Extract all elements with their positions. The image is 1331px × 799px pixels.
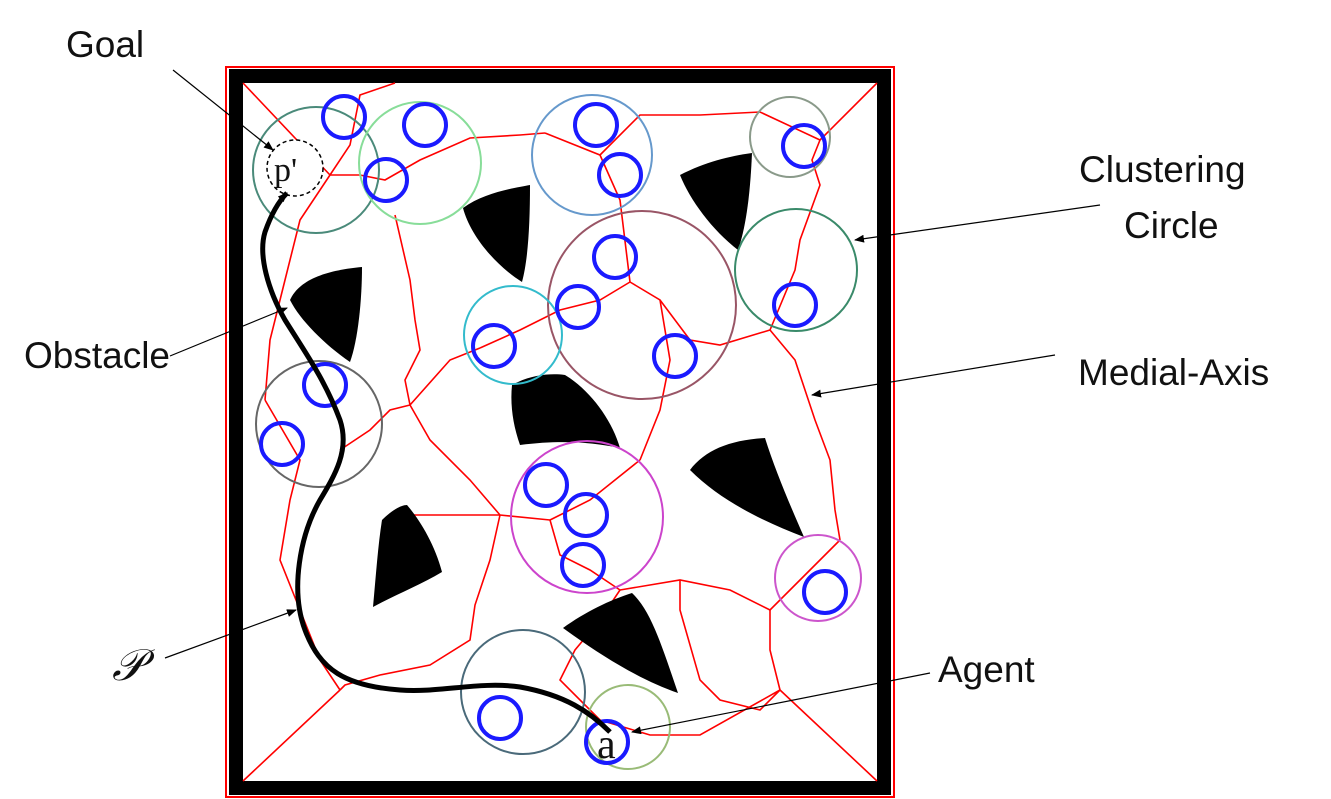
agent-circle xyxy=(523,462,569,508)
callout-lines xyxy=(164,69,1101,735)
agent-circle xyxy=(302,362,348,408)
goal-dashed-circle xyxy=(266,139,324,197)
agent-circle xyxy=(592,234,638,280)
agents xyxy=(259,94,848,765)
agent-circle xyxy=(363,157,409,203)
path-callout-line xyxy=(164,609,297,659)
cluster-circle xyxy=(531,94,653,216)
agent-circle xyxy=(802,569,848,615)
agent-circle xyxy=(772,282,818,328)
obstacle-label: Obstacle xyxy=(24,335,170,376)
cluster-circle xyxy=(734,208,858,332)
agent-point-label: a xyxy=(597,722,616,768)
path-label: 𝒫 xyxy=(112,641,155,690)
obstacle-callout-line xyxy=(169,307,288,357)
clustering-circles xyxy=(252,94,862,770)
agent-circle xyxy=(555,284,601,330)
obstacle-5 xyxy=(690,438,804,537)
clustering-circle-label-line1: Clustering xyxy=(1079,149,1246,190)
cluster-circle xyxy=(774,534,862,622)
goal-marker: p' xyxy=(266,139,324,197)
cluster-circle xyxy=(585,684,671,770)
cluster-circle xyxy=(252,106,380,234)
agent-circle xyxy=(563,492,609,538)
agent-circle xyxy=(584,719,630,765)
agent-circle xyxy=(573,102,619,148)
clustering-callout-line xyxy=(854,204,1101,243)
cluster-circle xyxy=(463,285,563,385)
agent-circle xyxy=(560,542,606,588)
cluster-circle xyxy=(749,96,831,178)
agent-circle xyxy=(471,323,517,369)
agent-circle xyxy=(781,123,827,169)
obstacle-4 xyxy=(511,374,620,448)
agent-callout-line xyxy=(631,672,931,735)
cluster-circle xyxy=(460,629,586,755)
agent-circle xyxy=(259,421,305,467)
cluster-circle xyxy=(255,360,383,488)
cluster-circle xyxy=(510,440,664,594)
goal-point-label: p' xyxy=(274,152,297,189)
medial-axis-label: Medial-Axis xyxy=(1078,352,1269,393)
frame-red-outline xyxy=(225,66,895,798)
agent-circle xyxy=(597,152,643,198)
cluster-circle xyxy=(547,210,737,400)
obstacle-3 xyxy=(680,153,752,250)
obstacle-2 xyxy=(463,185,530,282)
obstacle-1 xyxy=(290,267,362,362)
agent-circle xyxy=(477,695,523,741)
agent-circle xyxy=(652,333,698,379)
cluster-circle xyxy=(358,101,482,225)
obstacles xyxy=(290,153,804,693)
obstacle-7 xyxy=(563,593,678,693)
agent-circle xyxy=(402,102,448,148)
agent-circle xyxy=(321,94,367,140)
medial-axis-callout-line xyxy=(811,354,1056,398)
labels: Goal Clustering Circle Obstacle Medial-A… xyxy=(24,24,1269,690)
planned-path xyxy=(260,191,612,734)
clustering-circle-label-line2: Circle xyxy=(1124,205,1219,246)
agent-label: Agent xyxy=(938,649,1035,690)
goal-callout-line xyxy=(172,69,274,151)
goal-label: Goal xyxy=(66,24,144,65)
obstacle-6 xyxy=(373,505,442,607)
medial-axis xyxy=(242,82,878,782)
